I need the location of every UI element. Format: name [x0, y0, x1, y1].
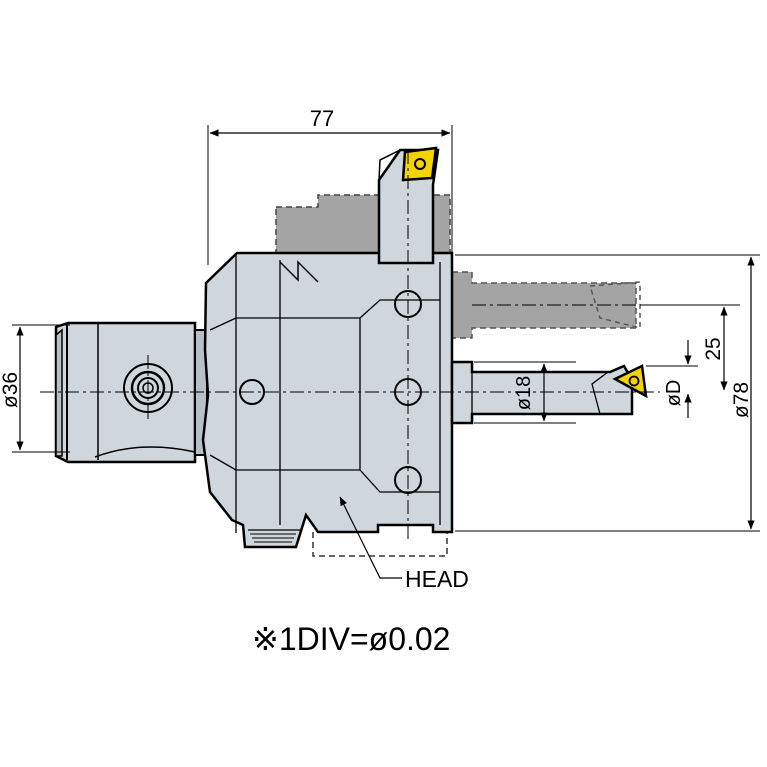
label-max-diameter: ø78: [730, 382, 753, 418]
bar-insert-icon: [612, 364, 648, 399]
dimension-width: [207, 125, 453, 265]
dimension-shank: [12, 324, 70, 453]
centerlines: [40, 150, 660, 540]
dimension-max: [455, 254, 760, 532]
label-cut-diameter: øD: [663, 380, 685, 407]
dimension-offset: [640, 304, 740, 391]
label-offset: 25: [702, 337, 725, 360]
label-shank-diameter: ø36: [0, 372, 22, 408]
dimension-bore: [474, 361, 576, 424]
scale-footnote: ※1DIV=ø0.02: [252, 621, 451, 657]
label-bore-diameter: ø18: [513, 376, 535, 410]
top-insert-icon: [401, 146, 438, 182]
label-head: HEAD: [405, 566, 469, 592]
label-width: 77: [310, 106, 334, 131]
head-body: [201, 251, 454, 549]
dimension-cut: [646, 340, 698, 418]
head-leader: [339, 496, 402, 579]
